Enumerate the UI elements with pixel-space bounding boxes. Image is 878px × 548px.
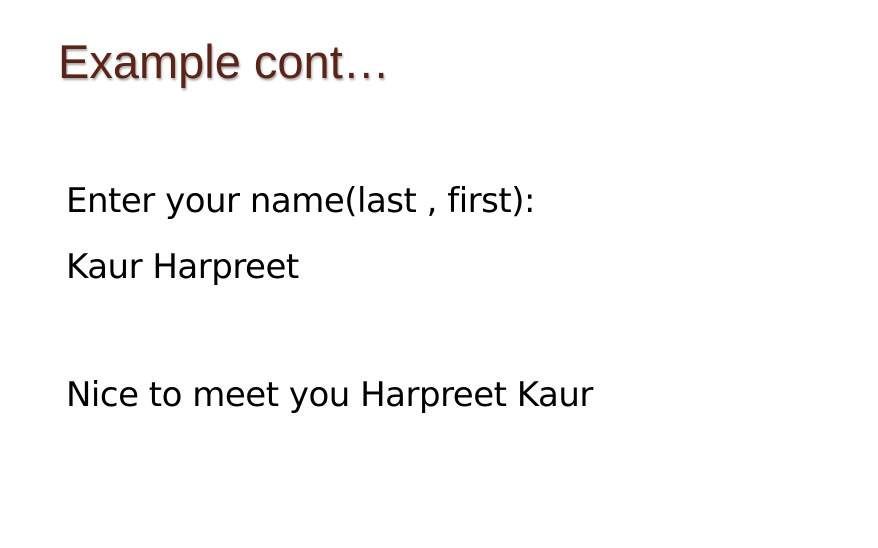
slide-body: Enter your name(last , first): Kaur Harp…	[66, 168, 593, 428]
output-line: Nice to meet you Harpreet Kaur	[66, 375, 593, 415]
slide-title: Example cont…	[58, 35, 390, 88]
prompt-line: Enter your name(last , first):	[66, 181, 535, 221]
line-spacer	[66, 300, 593, 362]
input-line: Kaur Harpreet	[66, 247, 299, 287]
